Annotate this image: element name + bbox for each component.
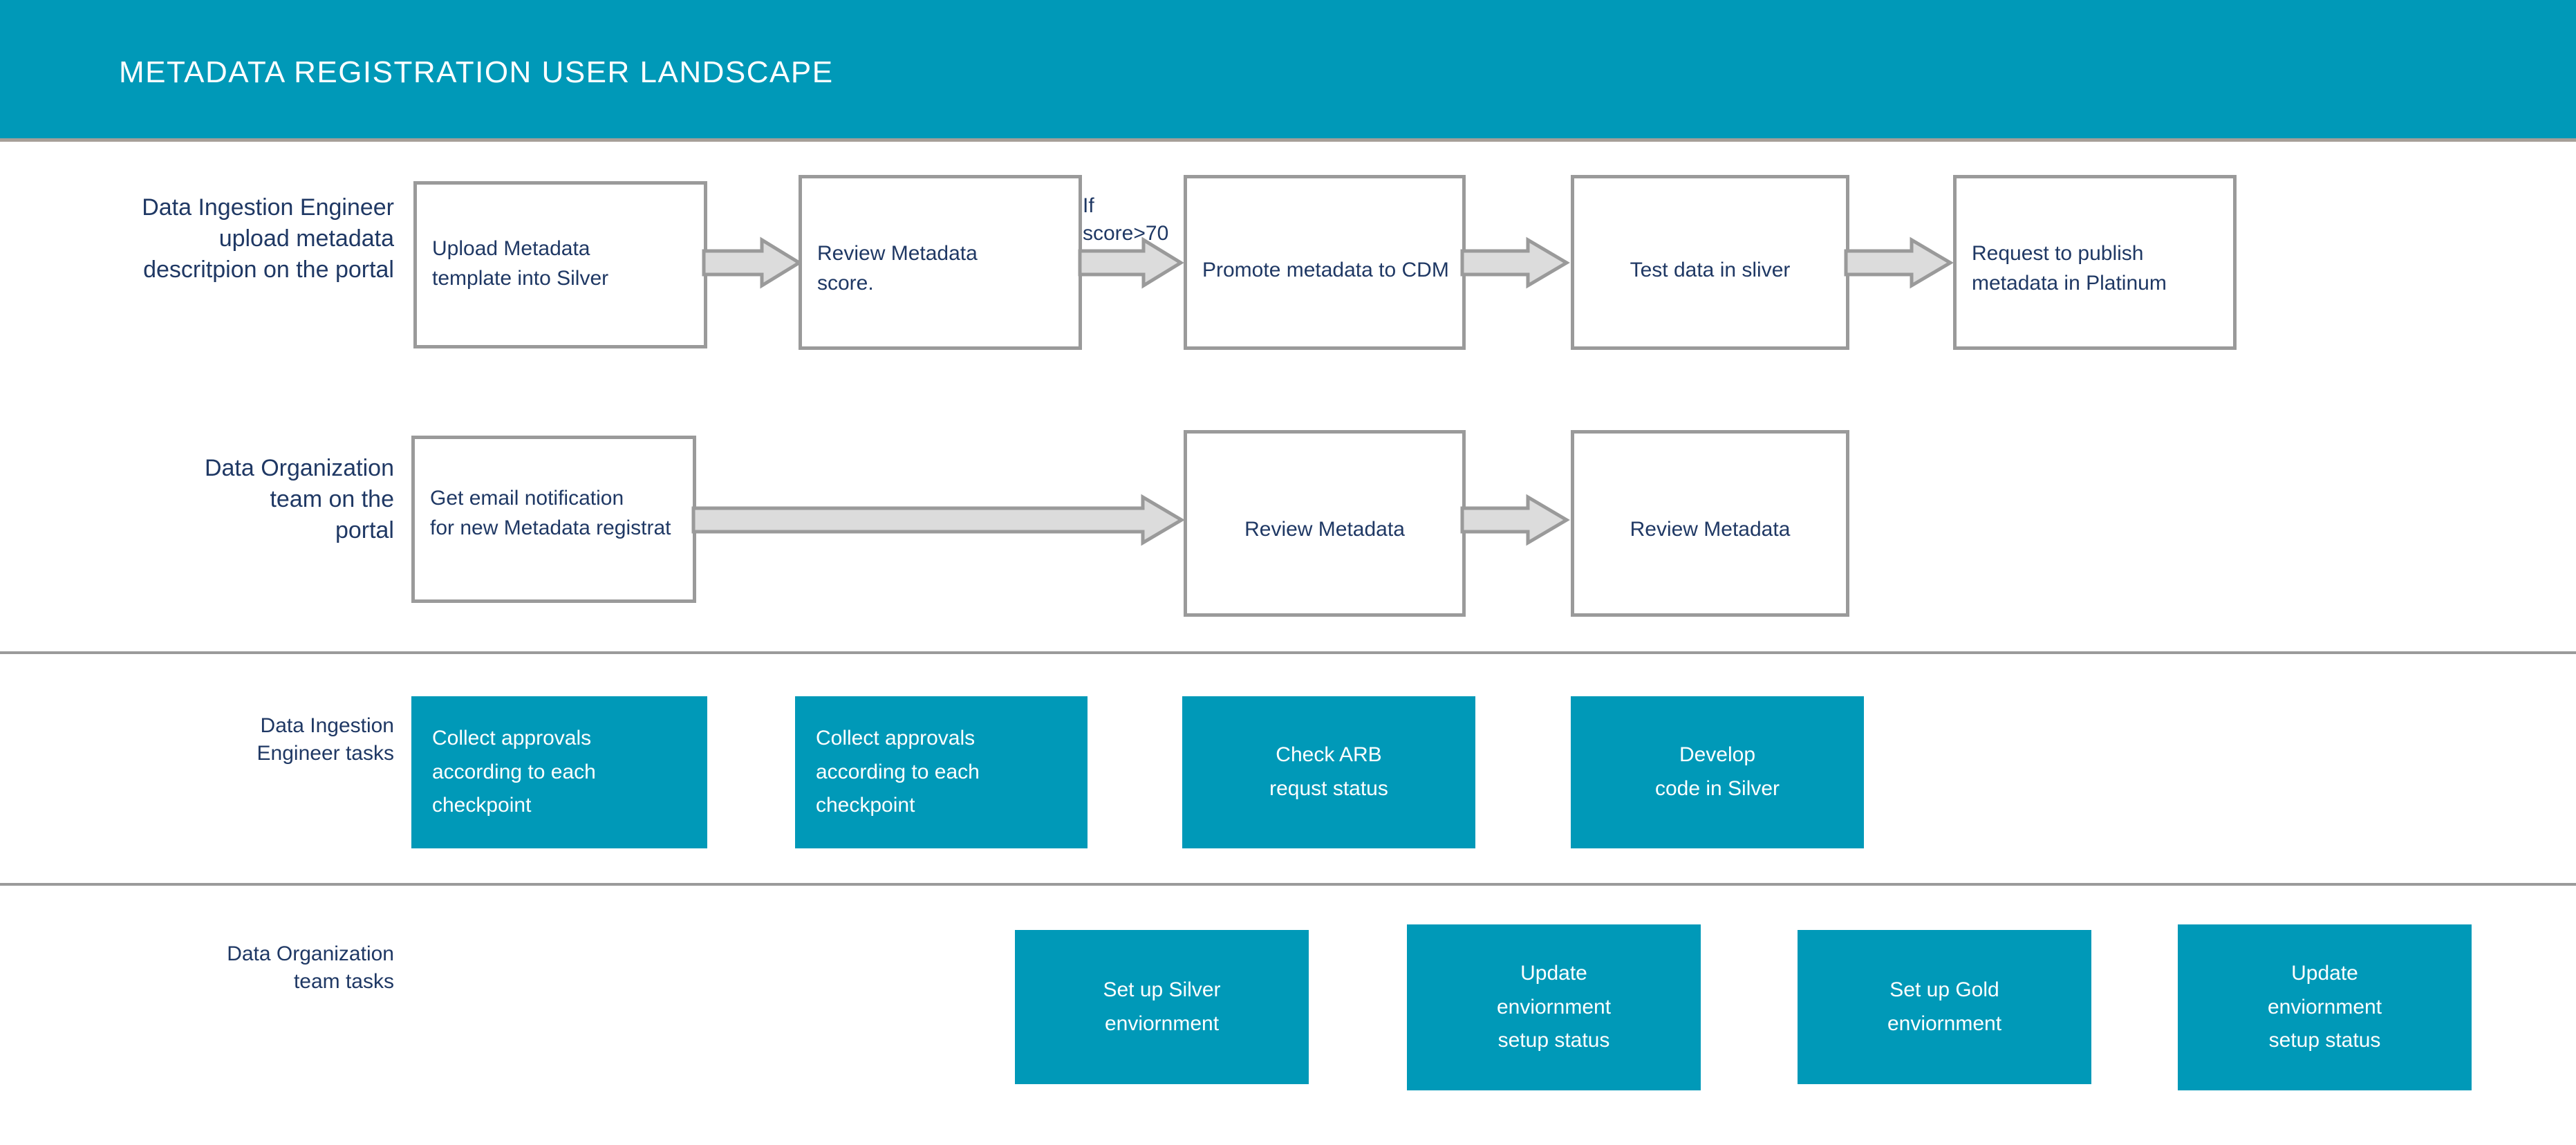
process-box-promote-metadata-to-cdm[interactable]: Promote metadata to CDM	[1184, 175, 1466, 350]
lane-label-line: Engineer tasks	[256, 741, 394, 765]
task-box-text: Set up Gold enviornment	[1798, 974, 2091, 1041]
process-box-review-metadata-org-1[interactable]: Review Metadata	[1184, 430, 1466, 617]
edge-condition-line: If	[1083, 194, 1094, 217]
task-line: setup status	[1497, 1029, 1610, 1052]
task-line: Update	[1520, 961, 1587, 985]
process-box-line: Test data in sliver	[1630, 259, 1791, 281]
page-title: METADATA REGISTRATION USER LANDSCAPE	[119, 55, 834, 89]
lane-label-line: team on the	[270, 485, 394, 512]
task-box-text: Collect approvals according to each chec…	[795, 722, 1088, 823]
task-line: Set up Gold	[1889, 978, 1999, 1001]
task-line: according to each	[432, 760, 596, 783]
task-box-update-enviornment-setup-status-1[interactable]: Update enviornment setup status	[1407, 924, 1701, 1090]
lane-label-data-ingestion-engineer-tasks: Data Ingestion Engineer tasks	[83, 712, 394, 767]
process-box-line: Review Metadata	[817, 242, 978, 265]
flow-arrow-email-to-review-metadata	[691, 494, 1185, 546]
lane-label-line: Data Ingestion	[260, 714, 394, 737]
task-line: checkpoint	[816, 794, 915, 817]
edge-condition-label-if-score-gt-70: If score>70	[1083, 192, 1168, 247]
process-box-test-data-in-sliver[interactable]: Test data in sliver	[1571, 175, 1849, 350]
task-line: code in Silver	[1654, 777, 1780, 800]
task-box-collect-approvals-1[interactable]: Collect approvals according to each chec…	[411, 696, 707, 848]
lane-divider-bottom	[0, 883, 2576, 886]
process-box-line: Upload Metadata	[432, 237, 590, 260]
task-line: enviornment	[1104, 1012, 1220, 1035]
task-line: checkpoint	[432, 794, 532, 817]
flow-arrow-promote-to-test	[1460, 236, 1570, 289]
task-line: enviornment	[2267, 995, 2382, 1018]
process-box-line: Review Metadata	[1630, 518, 1791, 541]
lane-label-line: team tasks	[293, 969, 394, 993]
task-line: setup status	[2268, 1029, 2381, 1052]
task-line: Check ARB	[1276, 743, 1382, 767]
lane-label-line: portal	[335, 516, 394, 543]
task-box-check-arb-request-status[interactable]: Check ARB requst status	[1182, 696, 1475, 848]
lane-label-line: Data Organization	[204, 455, 394, 481]
process-box-line: for new Metadata registrat	[430, 516, 671, 539]
task-line: Collect approvals	[816, 726, 976, 750]
process-box-review-metadata-score[interactable]: Review Metadata score.	[799, 175, 1082, 350]
task-line: Set up Silver	[1103, 978, 1221, 1001]
task-line: Develop	[1679, 743, 1756, 767]
lane-divider-top	[0, 651, 2576, 654]
task-box-text: Update enviornment setup status	[2178, 957, 2472, 1059]
flow-arrow-test-to-request-publish	[1844, 236, 1954, 289]
process-box-line: Request to publish	[1972, 242, 2144, 265]
task-box-collect-approvals-2[interactable]: Collect approvals according to each chec…	[795, 696, 1088, 848]
task-box-set-up-silver-enviornment[interactable]: Set up Silver enviornment	[1015, 930, 1309, 1084]
task-box-text: Develop code in Silver	[1571, 738, 1864, 806]
task-box-text: Update enviornment setup status	[1407, 957, 1701, 1059]
task-box-update-enviornment-setup-status-2[interactable]: Update enviornment setup status	[2178, 924, 2472, 1090]
flow-arrow-review-1-to-review-2	[1460, 494, 1570, 546]
process-box-line: score.	[817, 272, 874, 295]
flow-arrow-review-to-promote	[1078, 236, 1184, 289]
task-box-text: Collect approvals according to each chec…	[411, 722, 707, 823]
lane-label-line: descritpion on the portal	[143, 256, 394, 283]
lane-label-line: upload metadata	[218, 225, 394, 252]
task-line: enviornment	[1887, 1012, 2002, 1035]
lane-label-data-organization-team-portal: Data Organization team on the portal	[28, 453, 394, 546]
title-banner	[0, 0, 2576, 138]
process-box-review-metadata-org-2[interactable]: Review Metadata	[1571, 430, 1849, 617]
task-box-set-up-gold-enviornment[interactable]: Set up Gold enviornment	[1798, 930, 2091, 1084]
task-line: according to each	[816, 760, 980, 783]
edge-condition-line: score>70	[1083, 221, 1169, 245]
lane-label-data-organization-team-tasks: Data Organization team tasks	[83, 940, 394, 995]
process-box-line: Review Metadata	[1244, 518, 1405, 541]
process-box-upload-metadata-template[interactable]: Upload Metadata template into Silver	[413, 181, 707, 348]
task-box-develop-code-in-silver[interactable]: Develop code in Silver	[1571, 696, 1864, 848]
process-box-get-email-notification[interactable]: Get email notification for new Metadata …	[411, 436, 696, 603]
task-line: requst status	[1269, 777, 1388, 800]
flow-arrow-upload-to-review	[702, 236, 803, 289]
lane-label-line: Data Organization	[227, 942, 394, 965]
process-box-line: Get email notification	[430, 487, 624, 510]
task-line: enviornment	[1496, 995, 1612, 1018]
task-line: Collect approvals	[432, 726, 592, 750]
process-box-line: metadata in Platinum	[1972, 272, 2167, 295]
task-box-text: Set up Silver enviornment	[1015, 974, 1309, 1041]
process-box-line: template into Silver	[432, 267, 609, 290]
process-box-line: Promote metadata to CDM	[1202, 259, 1449, 281]
lane-label-line: Data Ingestion Engineer	[142, 194, 394, 221]
title-banner-rule	[0, 138, 2576, 142]
task-line: Update	[2291, 961, 2358, 985]
process-box-request-to-publish-platinum[interactable]: Request to publish metadata in Platinum	[1953, 175, 2237, 350]
lane-label-data-ingestion-engineer-portal: Data Ingestion Engineer upload metadata …	[28, 192, 394, 286]
task-box-text: Check ARB requst status	[1182, 738, 1475, 806]
